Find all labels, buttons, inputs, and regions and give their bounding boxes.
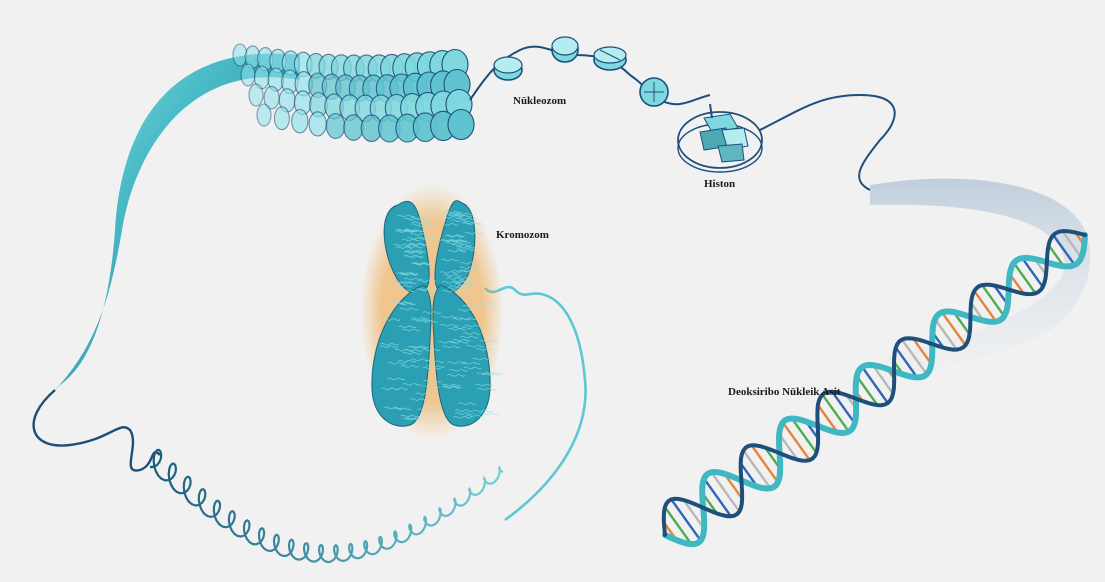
nucleosome-disc xyxy=(344,115,363,141)
nucleosome-bead xyxy=(494,57,522,80)
solenoid-coil xyxy=(150,450,503,562)
nucleosome-disc xyxy=(241,64,255,86)
nucleosome-disc xyxy=(309,112,326,136)
nucleosome-disc xyxy=(326,114,344,139)
dna-helix-band xyxy=(870,179,1090,380)
label-chromosome: Kromozom xyxy=(496,229,549,241)
label-histone: Histon xyxy=(704,178,735,190)
dna-double-helix xyxy=(664,231,1085,544)
nucleosome-disc xyxy=(448,110,474,140)
nucleosome-disc xyxy=(257,104,271,126)
nucleosome-bead xyxy=(594,47,626,70)
label-dna: Deoksiribo Nükleik Asit xyxy=(728,386,840,398)
nucleosome-disc xyxy=(274,107,289,130)
base-pair xyxy=(1014,263,1036,293)
label-nucleosome: Nükleozom xyxy=(513,95,566,107)
chromatin-fiber-loop xyxy=(34,390,160,471)
nucleosome-bead xyxy=(552,37,578,62)
base-pair xyxy=(982,285,1004,316)
dna-fiber-right xyxy=(760,95,895,190)
nucleosome-disc xyxy=(249,84,263,106)
nucleosome-bead xyxy=(640,78,668,106)
nucleosome-disc xyxy=(292,110,308,133)
nucleosome-stack xyxy=(233,44,474,142)
histone-octamer xyxy=(678,104,762,172)
